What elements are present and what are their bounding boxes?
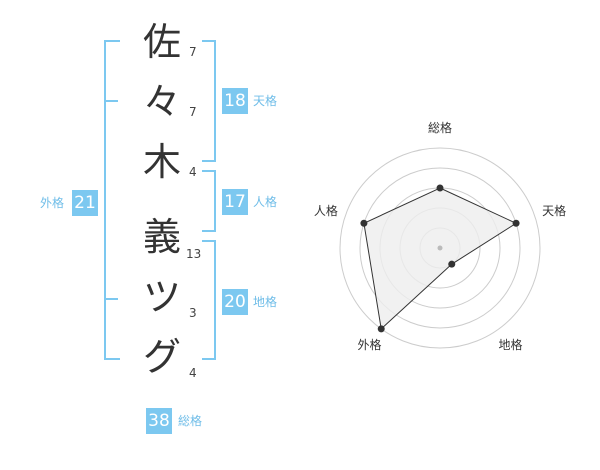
stroke-count-5: 3 xyxy=(189,306,197,320)
radar-axis-label-1: 総格 xyxy=(428,120,452,135)
name-char-3: 木 xyxy=(142,140,181,184)
radar-series-polygon xyxy=(363,187,518,330)
radar-ring-5 xyxy=(339,147,541,349)
gaikaku-value-badge: 21 xyxy=(72,190,98,216)
radar-point-5 xyxy=(360,219,368,227)
name-char-4: 義 xyxy=(142,215,181,259)
radar-point-1 xyxy=(436,184,444,192)
radar-axis-label-5: 人格 xyxy=(314,203,338,218)
stroke-count-3: 4 xyxy=(189,165,197,179)
name-char-2: 々 xyxy=(142,80,181,124)
stroke-count-2: 7 xyxy=(189,105,197,119)
chikaku-label: 地格 xyxy=(253,295,278,309)
jinkaku-value-badge: 17 xyxy=(222,189,248,215)
stroke-count-1: 7 xyxy=(189,45,197,59)
soukaku-value-badge: 38 xyxy=(146,408,172,434)
name-char-6: グ xyxy=(142,335,181,379)
radar-area xyxy=(363,187,518,330)
tenkaku-label: 天格 xyxy=(253,94,278,108)
gaikaku-tick-middle xyxy=(104,100,118,102)
radar-center-dot xyxy=(437,245,443,251)
name-char-1: 佐 xyxy=(142,20,181,64)
radar-points xyxy=(360,184,520,333)
stroke-count-4: 13 xyxy=(186,247,202,261)
jinkaku-label: 人格 xyxy=(253,195,278,209)
chikaku-value-badge: 20 xyxy=(222,289,248,315)
jinkaku-bracket xyxy=(202,170,216,232)
soukaku-label: 総格 xyxy=(178,414,203,428)
radar-axis-label-4: 外格 xyxy=(357,337,381,352)
gaikaku-bracket xyxy=(104,40,120,360)
chikaku-bracket xyxy=(202,240,216,360)
tenkaku-value-badge: 18 xyxy=(222,88,248,114)
stroke-count-6: 4 xyxy=(189,366,197,380)
radar-axis-label-2: 天格 xyxy=(542,203,566,218)
radar-point-2 xyxy=(512,219,520,227)
gaikaku-label: 外格 xyxy=(40,196,65,210)
name-char-5: ツ xyxy=(142,275,181,319)
radar-point-4 xyxy=(377,325,385,333)
gaikaku-tick-lower xyxy=(104,298,118,300)
tenkaku-bracket xyxy=(202,40,216,162)
radar-point-3 xyxy=(448,260,456,268)
radar-axis-label-3: 地格 xyxy=(499,337,523,352)
radar-ring-4 xyxy=(359,167,521,329)
